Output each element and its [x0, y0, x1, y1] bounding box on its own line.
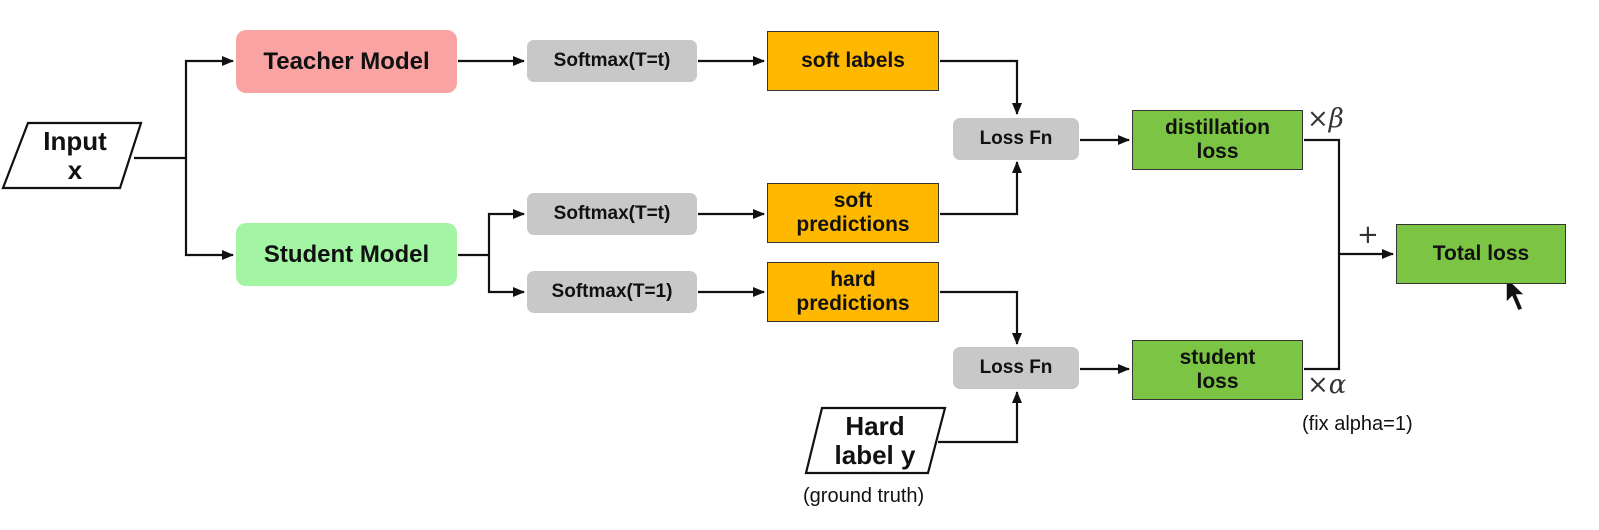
loss-fn-bottom-label: Loss Fn — [979, 357, 1053, 379]
edge-hardlabel-lossfn — [938, 391, 1022, 444]
softmax-student-t-label: Softmax(T=t) — [553, 203, 671, 225]
distillation-loss-node: distillation loss — [1132, 110, 1303, 170]
softmax-teacher-label: Softmax(T=t) — [553, 50, 671, 72]
soft-labels-node: soft labels — [767, 31, 939, 91]
input-node: Input x — [20, 123, 130, 188]
total-loss-node: Total loss — [1396, 224, 1566, 284]
soft-predictions-node: soft predictions — [767, 183, 939, 243]
distillation-loss-label: distillation loss — [1165, 115, 1270, 163]
loss-fn-top-label: Loss Fn — [979, 128, 1053, 150]
input-label: Input x — [43, 125, 107, 185]
loss-fn-bottom-node: Loss Fn — [953, 347, 1079, 389]
softmax-student-t-node: Softmax(T=t) — [527, 193, 697, 235]
student-model-label: Student Model — [263, 240, 430, 268]
edge-softpred-lossfn — [940, 161, 1022, 216]
loss-fn-top-node: Loss Fn — [953, 118, 1079, 160]
edge-distill-combine — [1304, 138, 1341, 254]
edge-to-teacher — [184, 56, 234, 158]
hard-predictions-node: hard predictions — [767, 262, 939, 322]
edge-hardpred-lossfn — [940, 290, 1022, 345]
softmax-student-1-node: Softmax(T=1) — [527, 271, 697, 313]
teacher-model-label: Teacher Model — [263, 47, 430, 75]
edge-softlabels-lossfn — [940, 59, 1022, 115]
soft-labels-label: soft labels — [801, 48, 905, 72]
total-loss-label: Total loss — [1432, 241, 1530, 265]
teacher-model-node: Teacher Model — [236, 30, 457, 93]
student-model-node: Student Model — [236, 223, 457, 286]
input-shape — [1, 121, 143, 190]
edge-to-student — [184, 158, 234, 260]
plus-sign: + — [1357, 220, 1379, 250]
edge-student-softmax-t — [487, 209, 525, 255]
hard-predictions-label: hard predictions — [796, 267, 910, 315]
ground-truth-note: (ground truth) — [803, 485, 925, 507]
edge-student-combine — [1304, 254, 1341, 371]
hard-label-text: Hard label y — [834, 410, 916, 470]
hard-label-shape — [804, 406, 947, 475]
softmax-teacher-node: Softmax(T=t) — [527, 40, 697, 82]
fix-alpha-note: (fix alpha=1) — [1302, 413, 1413, 435]
student-loss-label: student loss — [1179, 345, 1256, 393]
student-loss-node: student loss — [1132, 340, 1303, 400]
beta-weight: ×β — [1307, 104, 1344, 134]
edge-student-softmax-1 — [487, 255, 525, 297]
cursor-icon — [1505, 275, 1527, 312]
softmax-student-1-label: Softmax(T=1) — [551, 281, 673, 303]
alpha-weight: ×α — [1307, 370, 1347, 400]
hard-label-node: Hard label y — [812, 408, 938, 473]
soft-predictions-label: soft predictions — [796, 188, 910, 236]
